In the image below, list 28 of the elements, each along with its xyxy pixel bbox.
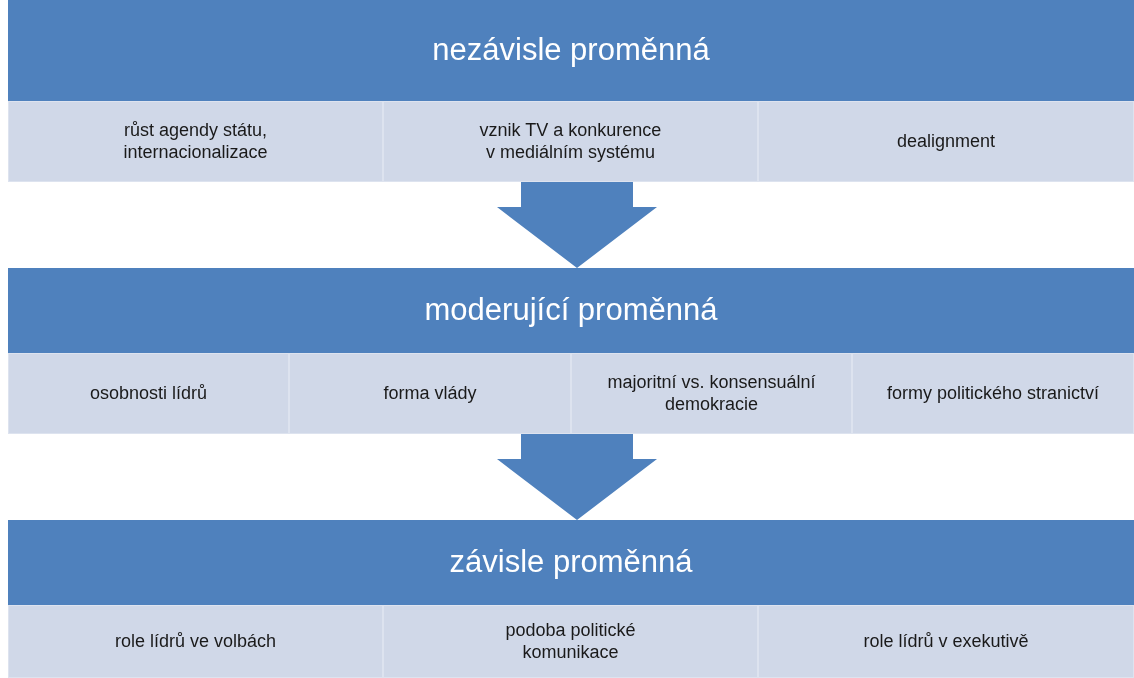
section-title: nezávisle proměnná [432,32,710,68]
block-arrow [497,182,657,268]
section-title: moderující proměnná [424,292,718,328]
item-text: role lídrů ve volbách [114,630,277,653]
section-band [8,0,1134,182]
item-panel [571,353,852,434]
item-panel [8,101,383,182]
section-title: závisle proměnná [449,544,693,580]
item-text: podoba politické komunikace [504,619,637,664]
item-panel [758,101,1134,182]
item-panel [8,605,383,678]
section-band [8,520,1134,678]
item-text: růst agendy státu, internacionalizace [122,119,269,164]
item-panel [8,353,289,434]
item-panel [852,353,1134,434]
item-text: osobnosti lídrů [89,382,208,405]
block-arrow [497,434,657,520]
item-panel [758,605,1134,678]
section-band [8,268,1134,434]
item-panel [289,353,571,434]
item-text: majoritní vs. konsensuální demokracie [606,371,817,416]
item-panel [383,101,758,182]
item-text: formy politického stranictví [886,382,1100,405]
item-text: dealignment [896,130,996,153]
item-text: forma vlády [383,382,477,405]
item-text: role lídrů v exekutivě [863,630,1029,653]
item-panel [383,605,758,678]
item-text: vznik TV a konkurence v mediálním systému [478,119,663,164]
